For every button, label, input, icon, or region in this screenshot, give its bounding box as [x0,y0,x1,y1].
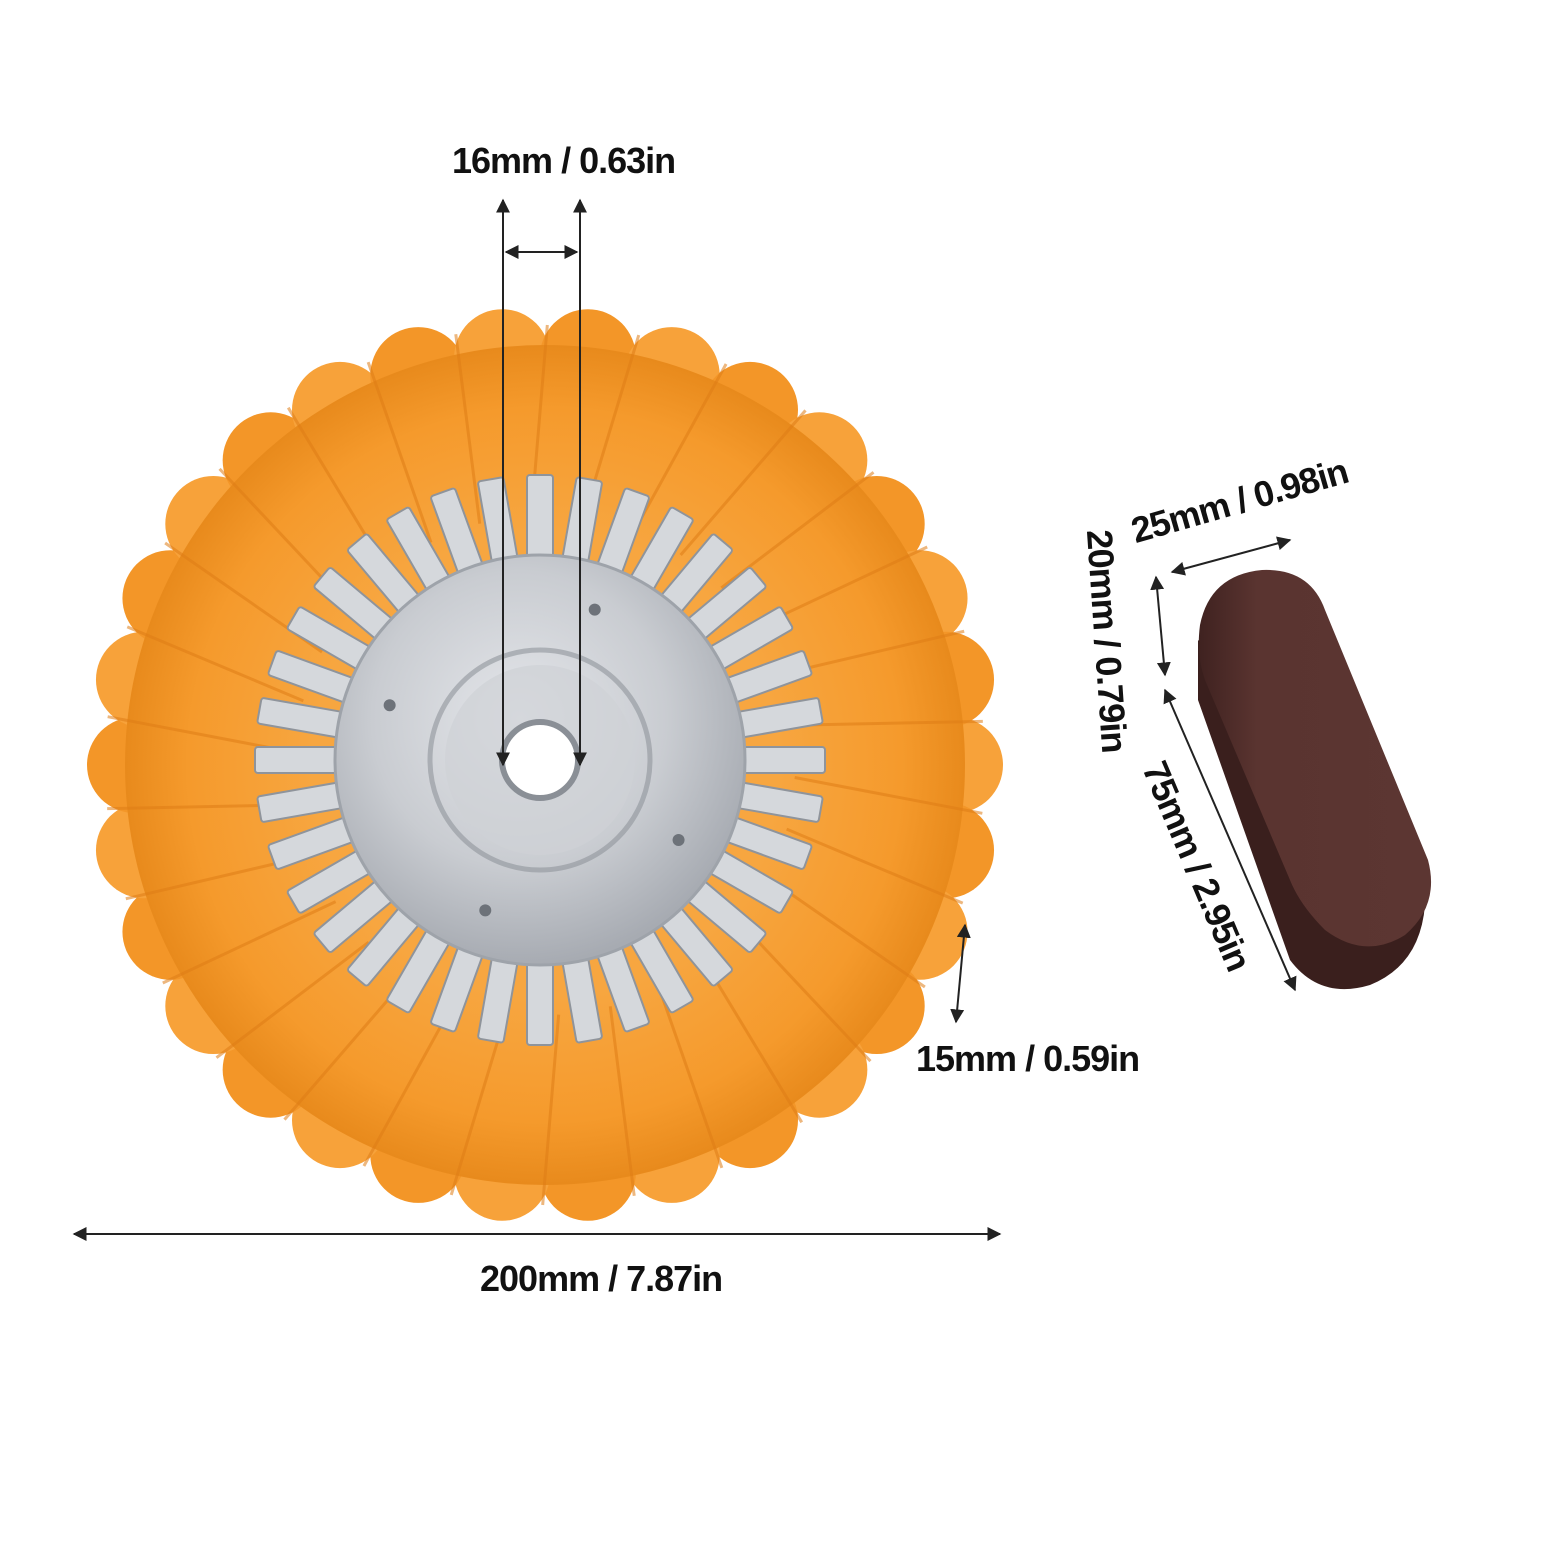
fabric-pleat [632,363,728,533]
hub-rivets [383,603,685,917]
fabric-pleat [454,333,482,524]
wheel-metal-tabs [254,474,826,1046]
fabric-pleat [679,409,807,556]
metal-tab [734,746,826,774]
arbor-hole-label: 16mm / 0.63in [452,140,676,181]
fabric-pleat [786,827,964,905]
fabric-pleat [541,1014,561,1206]
metal-tab [254,746,346,774]
bar-length-line [1163,688,1297,992]
fabric-pleat [366,361,433,544]
wheel-fabric-pleats [107,324,983,1206]
arbor-hole [499,719,581,801]
fabric-pleat [701,958,804,1124]
dimension-lines [72,198,1297,1241]
hub-rivet [383,699,396,712]
bar-width-line [1170,536,1292,576]
fabric-pleat [608,1006,636,1197]
bar-height-line [1150,575,1171,677]
fabric-pleat [767,876,926,989]
buffing-wheel [87,309,1003,1221]
fabric-pleat [215,940,370,1059]
hub-rivet [672,834,685,846]
wheel-diameter-label: 200mm / 7.87in [480,1258,723,1299]
bar-top [1198,569,1432,947]
wheel-hub-ring [427,647,653,873]
fabric-pleat [657,986,724,1169]
thickness-line [950,923,971,1024]
metal-tab [526,474,554,566]
fabric-pleat [794,776,983,815]
fabric-pleat [126,625,304,703]
metal-tab [526,954,554,1046]
wheel-thickness-label: 15mm / 0.59in [916,1038,1140,1079]
fabric-pleat [791,719,983,727]
fabric-pleat [162,900,337,985]
hub-rivet [588,603,601,616]
hub-rivet [479,904,492,917]
fabric-pleat [738,920,872,1063]
